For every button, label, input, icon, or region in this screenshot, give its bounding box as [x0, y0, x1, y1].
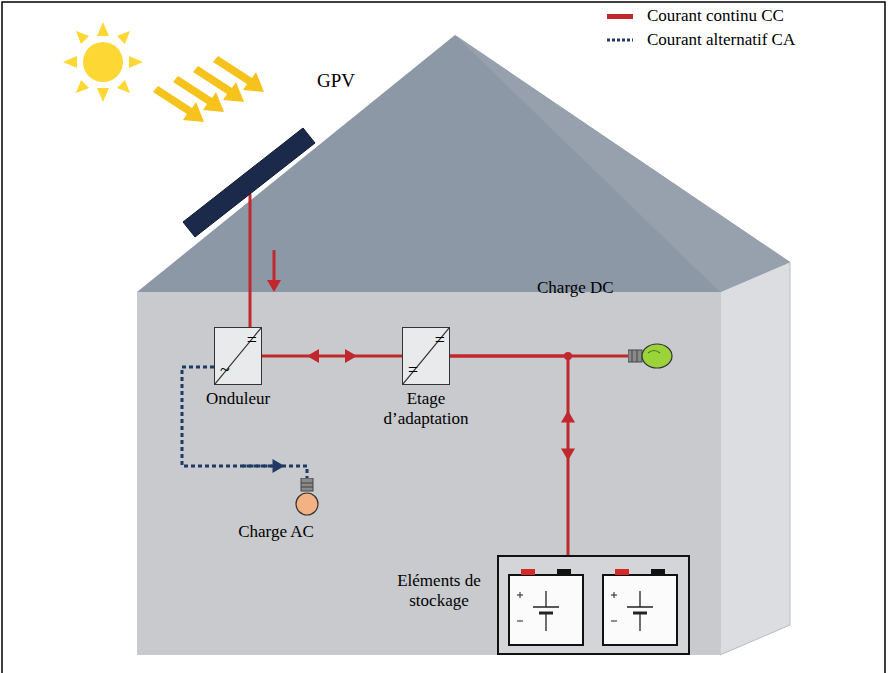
- arrow-head: [307, 349, 319, 363]
- converter-box: =~: [214, 327, 262, 385]
- converter-label: Etage d’adaptation: [371, 389, 481, 428]
- solar-panel: [175, 60, 395, 242]
- arrow-head: [267, 280, 281, 292]
- legend-line-sample: [607, 37, 633, 43]
- node-store: Eléments de stockage: [497, 555, 690, 655]
- node-panel: GPV: [175, 60, 395, 242]
- converter-symbol: =: [408, 361, 418, 379]
- node-conv: =~Onduleur: [183, 327, 293, 409]
- arrow-head: [273, 459, 285, 473]
- load-label: Charge AC: [216, 522, 336, 542]
- legend-row: Courant alternatif CA: [607, 28, 795, 52]
- dc-bulb: [628, 342, 674, 370]
- dc-connector: [250, 194, 281, 327]
- converter-label: Onduleur: [183, 389, 293, 409]
- arrow-head: [561, 411, 575, 423]
- converter-symbol: ~: [220, 361, 230, 379]
- panel-label: GPV: [317, 70, 355, 92]
- legend-row: Courant continu CC: [607, 4, 795, 28]
- legend-swatch: [607, 14, 633, 19]
- converter-symbol: =: [247, 331, 257, 349]
- converter-symbol: =: [435, 331, 445, 349]
- node-dc: Charge DC: [530, 278, 680, 378]
- sun: [63, 22, 143, 102]
- node-conv: ==Etage d’adaptation: [371, 327, 481, 428]
- arrow-head: [345, 349, 357, 363]
- panel-body: [183, 128, 315, 237]
- legend: Courant continu CC Courant alternatif CA: [607, 4, 795, 52]
- load-label: Charge DC: [537, 278, 614, 298]
- storage-label: Eléments de stockage: [385, 571, 493, 610]
- sun-rays: [153, 56, 264, 122]
- legend-text: Courant continu CC: [647, 6, 784, 26]
- converter-box: ==: [402, 327, 450, 385]
- batteries: [499, 557, 688, 653]
- ac-bulb: [295, 478, 319, 518]
- node-ac: Charge AC: [216, 478, 336, 550]
- house: [137, 35, 790, 655]
- legend-text: Courant alternatif CA: [647, 30, 795, 50]
- dc-connector: [262, 349, 402, 363]
- junction-dot: [564, 352, 572, 360]
- arrow-head: [561, 449, 575, 461]
- dc-connector: [450, 352, 575, 555]
